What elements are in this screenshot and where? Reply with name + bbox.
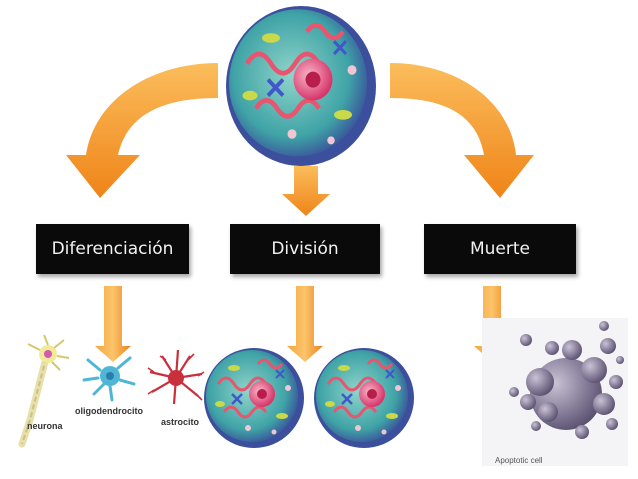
apoptotic-cell-icon <box>482 318 628 466</box>
cell-icon <box>312 346 416 450</box>
death-label: Muerte <box>469 239 530 259</box>
neuron-caption: neurona <box>27 421 63 431</box>
differentiation-box: Diferenciación <box>36 224 189 274</box>
curved-arrow-left <box>66 63 218 198</box>
astrocyte-icon <box>147 349 205 405</box>
division-box: División <box>230 224 380 274</box>
down-arrow-differentiation <box>95 286 131 362</box>
curved-arrow-right <box>390 63 534 198</box>
oligodendrocyte-caption: oligodendrocito <box>75 406 143 416</box>
down-arrow-center <box>282 166 330 216</box>
cell-icon <box>202 346 306 450</box>
down-arrow-division <box>287 286 323 362</box>
cell-icon <box>226 6 376 166</box>
differentiation-label: Diferenciación <box>51 239 174 259</box>
division-label: División <box>271 239 339 259</box>
apoptotic-caption: Apoptotic cell <box>495 456 543 465</box>
neuron-icon <box>18 334 70 448</box>
oligodendrocyte-icon <box>82 356 136 402</box>
death-box: Muerte <box>424 224 576 274</box>
astrocyte-caption: astrocito <box>161 417 200 427</box>
